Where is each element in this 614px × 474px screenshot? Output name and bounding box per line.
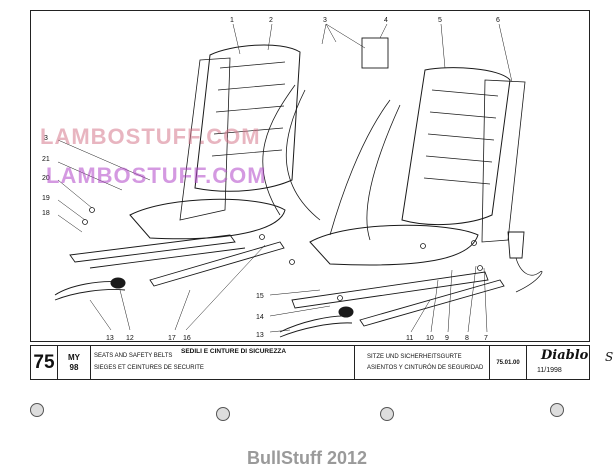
right-seat-rail [291, 271, 489, 309]
callout-13-right: 13 [256, 332, 264, 339]
model-year-cell: MY 98 [58, 346, 91, 379]
callout-18: 18 [42, 210, 50, 217]
callout-3-left: 3 [44, 135, 48, 142]
seat-exploded-diagram: 1 2 3 4 5 6 3 21 20 19 18 13 12 17 16 15… [42, 17, 543, 342]
callout-16: 16 [183, 335, 191, 342]
left-slider-bar [149, 241, 285, 287]
page-number: 75 [31, 346, 58, 379]
leader-lines [57, 23, 513, 333]
title-german: SITZE UND SICHERHEITSGURTE [367, 353, 462, 360]
drawing-frame [30, 10, 590, 342]
right-adjust-handle [279, 315, 353, 338]
callout-3: 3 [323, 17, 327, 24]
callout-19: 19 [42, 195, 50, 202]
callout-6: 6 [496, 17, 500, 24]
callout-4: 4 [384, 17, 388, 24]
belt-anchor-plate [361, 37, 389, 69]
callout-13: 13 [106, 335, 114, 342]
title-block: 75 MY 98 SEDILI E CINTURE DI SICUREZZA S… [30, 345, 614, 380]
callout-1: 1 [230, 17, 234, 24]
footer-credit: BullStuff 2012 [246, 448, 368, 468]
binder-hole-center-left [216, 407, 230, 421]
left-seat-rail [69, 234, 246, 269]
left-seat-backrest [194, 44, 301, 192]
callout-7: 7 [484, 335, 488, 342]
title-spanish: ASIENTOS Y CINTURÓN DE SEGURIDAD [367, 364, 484, 371]
callout-2: 2 [269, 17, 273, 24]
seat-belt-right [329, 99, 401, 241]
callout-14: 14 [256, 314, 264, 321]
model-year-label: MY [68, 352, 80, 362]
brand-cell: Diablo SV 11/1998 [527, 346, 614, 379]
watermark-lambostuff-2: LAMBOSTUFF.COM [46, 163, 267, 188]
watermark-lambostuff-1: LAMBOSTUFF.COM [40, 124, 261, 149]
belt-buckle [507, 231, 525, 259]
binder-hole-left [30, 403, 44, 417]
right-seat-backrest [401, 67, 511, 226]
issue-date: 11/1998 [537, 367, 562, 374]
callout-numbers: 1 2 3 4 5 6 3 21 20 19 18 13 12 17 16 15… [42, 17, 500, 342]
model-year: 98 [69, 362, 79, 372]
callout-12: 12 [126, 335, 134, 342]
binder-hole-right [550, 403, 564, 417]
title-french: SIEGES ET CEINTURES DE SECURITE [94, 365, 204, 371]
left-seat-shell [179, 57, 231, 221]
callout-21: 21 [42, 156, 50, 163]
callout-9: 9 [445, 335, 449, 342]
title-italian: SEDILI E CINTURE DI SICUREZZA [181, 348, 287, 355]
callout-17: 17 [168, 335, 176, 342]
binder-hole-center-right [380, 407, 394, 421]
fasteners [82, 207, 483, 301]
callout-20: 20 [42, 175, 50, 182]
right-seat-cushion [309, 224, 479, 266]
callout-5: 5 [438, 17, 442, 24]
seat-belt-left [262, 84, 321, 221]
callout-15: 15 [256, 293, 264, 300]
model-logo: SV [605, 350, 614, 364]
title-de-es-cell: SITZE UND SICHERHEITSGURTE ASIENTOS Y CI… [355, 346, 490, 379]
brand-logo: Diablo [541, 348, 589, 363]
callout-10: 10 [426, 335, 434, 342]
right-slider-bar [359, 279, 505, 327]
section-title-cell: SEDILI E CINTURE DI SICUREZZA SEATS AND … [91, 346, 355, 379]
callout-11: 11 [406, 335, 413, 342]
left-seat-cushion [129, 198, 286, 240]
title-english: SEATS AND SAFETY BELTS [94, 353, 173, 359]
callout-8: 8 [465, 335, 469, 342]
section-code: 75.01.00 [490, 346, 527, 379]
right-seat-shell [481, 79, 526, 243]
